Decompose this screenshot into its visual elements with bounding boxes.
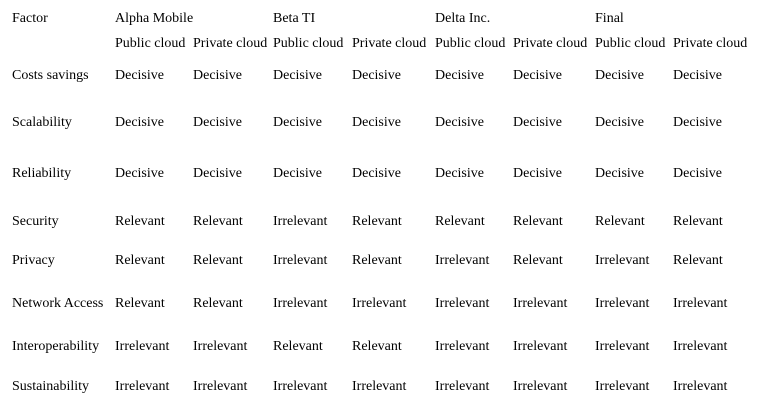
value-cell: Irrelevant bbox=[513, 296, 568, 311]
value-cell: Irrelevant bbox=[115, 379, 170, 394]
factor-cell: Interoperability bbox=[12, 339, 100, 354]
value-cell: Irrelevant bbox=[595, 253, 650, 268]
table-row-sustainability: Sustainability Irrelevant Irrelevant Irr… bbox=[12, 378, 757, 406]
value-cell: Irrelevant bbox=[595, 339, 650, 354]
value-cell: Decisive bbox=[435, 115, 484, 130]
value-cell: Relevant bbox=[193, 296, 243, 311]
value-cell: Irrelevant bbox=[193, 379, 248, 394]
table-row-scalability: Scalability Decisive Decisive Decisive D… bbox=[12, 114, 757, 165]
value-cell: Decisive bbox=[513, 115, 562, 130]
value-cell: Relevant bbox=[352, 339, 402, 354]
value-cell: Decisive bbox=[435, 166, 484, 181]
value-cell: Relevant bbox=[513, 214, 563, 229]
subheader-alpha-public-cloud: Public cloud bbox=[115, 36, 186, 51]
value-cell: Decisive bbox=[115, 115, 164, 130]
factor-cell: Privacy bbox=[12, 253, 55, 268]
factor-cell: Network Access bbox=[12, 296, 104, 311]
subheader-beta-private-cloud: Private cloud bbox=[352, 36, 427, 51]
value-cell: Decisive bbox=[673, 166, 722, 181]
value-cell: Irrelevant bbox=[595, 296, 650, 311]
value-cell: Irrelevant bbox=[435, 296, 490, 311]
value-cell: Decisive bbox=[193, 68, 242, 83]
group-header-alpha-mobile: Alpha Mobile bbox=[115, 11, 194, 26]
value-cell: Decisive bbox=[273, 68, 322, 83]
value-cell: Relevant bbox=[352, 253, 402, 268]
value-cell: Relevant bbox=[193, 214, 243, 229]
header-group-row: Factor Alpha Mobile Beta TI Delta Inc. F… bbox=[12, 10, 757, 35]
value-cell: Irrelevant bbox=[673, 379, 728, 394]
table-header: Factor Alpha Mobile Beta TI Delta Inc. F… bbox=[12, 10, 757, 67]
value-cell: Irrelevant bbox=[115, 339, 170, 354]
value-cell: Decisive bbox=[595, 166, 644, 181]
subheader-alpha-private-cloud: Private cloud bbox=[193, 36, 268, 51]
value-cell: Irrelevant bbox=[273, 253, 328, 268]
value-cell: Relevant bbox=[435, 214, 485, 229]
value-cell: Relevant bbox=[115, 214, 165, 229]
value-cell: Relevant bbox=[193, 253, 243, 268]
value-cell: Decisive bbox=[193, 115, 242, 130]
table-row-costs-savings: Costs savings Decisive Decisive Decisive… bbox=[12, 67, 757, 114]
value-cell: Decisive bbox=[352, 166, 401, 181]
value-cell: Irrelevant bbox=[273, 379, 328, 394]
cloud-factor-comparison-table: Factor Alpha Mobile Beta TI Delta Inc. F… bbox=[12, 10, 757, 406]
value-cell: Decisive bbox=[273, 166, 322, 181]
value-cell: Irrelevant bbox=[435, 379, 490, 394]
subheader-delta-private-cloud: Private cloud bbox=[513, 36, 588, 51]
value-cell: Decisive bbox=[352, 115, 401, 130]
value-cell: Decisive bbox=[673, 68, 722, 83]
factor-cell: Security bbox=[12, 214, 59, 229]
subheader-beta-public-cloud: Public cloud bbox=[273, 36, 344, 51]
value-cell: Decisive bbox=[513, 166, 562, 181]
factor-cell: Scalability bbox=[12, 115, 72, 130]
value-cell: Decisive bbox=[435, 68, 484, 83]
value-cell: Irrelevant bbox=[513, 379, 568, 394]
value-cell: Irrelevant bbox=[595, 379, 650, 394]
value-cell: Relevant bbox=[513, 253, 563, 268]
value-cell: Irrelevant bbox=[435, 339, 490, 354]
value-cell: Relevant bbox=[595, 214, 645, 229]
value-cell: Decisive bbox=[115, 166, 164, 181]
value-cell: Decisive bbox=[352, 68, 401, 83]
value-cell: Relevant bbox=[673, 253, 723, 268]
value-cell: Decisive bbox=[513, 68, 562, 83]
subheader-delta-public-cloud: Public cloud bbox=[435, 36, 506, 51]
factor-column-header: Factor bbox=[12, 11, 48, 26]
header-sub-row: Public cloud Private cloud Public cloud … bbox=[12, 35, 757, 67]
value-cell: Relevant bbox=[273, 339, 323, 354]
value-cell: Decisive bbox=[595, 115, 644, 130]
table-row-security: Security Relevant Relevant Irrelevant Re… bbox=[12, 213, 757, 252]
table-body: Costs savings Decisive Decisive Decisive… bbox=[12, 67, 757, 406]
value-cell: Decisive bbox=[673, 115, 722, 130]
value-cell: Decisive bbox=[273, 115, 322, 130]
value-cell: Relevant bbox=[352, 214, 402, 229]
value-cell: Relevant bbox=[115, 253, 165, 268]
factor-cell: Reliability bbox=[12, 166, 72, 181]
value-cell: Irrelevant bbox=[352, 379, 407, 394]
table-row-network-access: Network Access Relevant Relevant Irrelev… bbox=[12, 295, 757, 338]
group-header-beta-ti: Beta TI bbox=[273, 11, 316, 26]
value-cell: Irrelevant bbox=[673, 339, 728, 354]
factor-cell: Sustainability bbox=[12, 379, 89, 394]
value-cell: Relevant bbox=[115, 296, 165, 311]
table-row-interoperability: Interoperability Irrelevant Irrelevant R… bbox=[12, 338, 757, 378]
value-cell: Decisive bbox=[595, 68, 644, 83]
subheader-final-public-cloud: Public cloud bbox=[595, 36, 666, 51]
value-cell: Irrelevant bbox=[435, 253, 490, 268]
factor-cell: Costs savings bbox=[12, 68, 89, 83]
value-cell: Decisive bbox=[193, 166, 242, 181]
table-row-reliability: Reliability Decisive Decisive Decisive D… bbox=[12, 165, 757, 213]
table-row-privacy: Privacy Relevant Relevant Irrelevant Rel… bbox=[12, 252, 757, 295]
group-header-delta-inc: Delta Inc. bbox=[435, 11, 491, 26]
value-cell: Irrelevant bbox=[673, 296, 728, 311]
group-header-final: Final bbox=[595, 11, 624, 26]
value-cell: Irrelevant bbox=[273, 214, 328, 229]
subheader-final-private-cloud: Private cloud bbox=[673, 36, 748, 51]
value-cell: Irrelevant bbox=[273, 296, 328, 311]
value-cell: Decisive bbox=[115, 68, 164, 83]
value-cell: Irrelevant bbox=[513, 339, 568, 354]
value-cell: Relevant bbox=[673, 214, 723, 229]
value-cell: Irrelevant bbox=[193, 339, 248, 354]
value-cell: Irrelevant bbox=[352, 296, 407, 311]
